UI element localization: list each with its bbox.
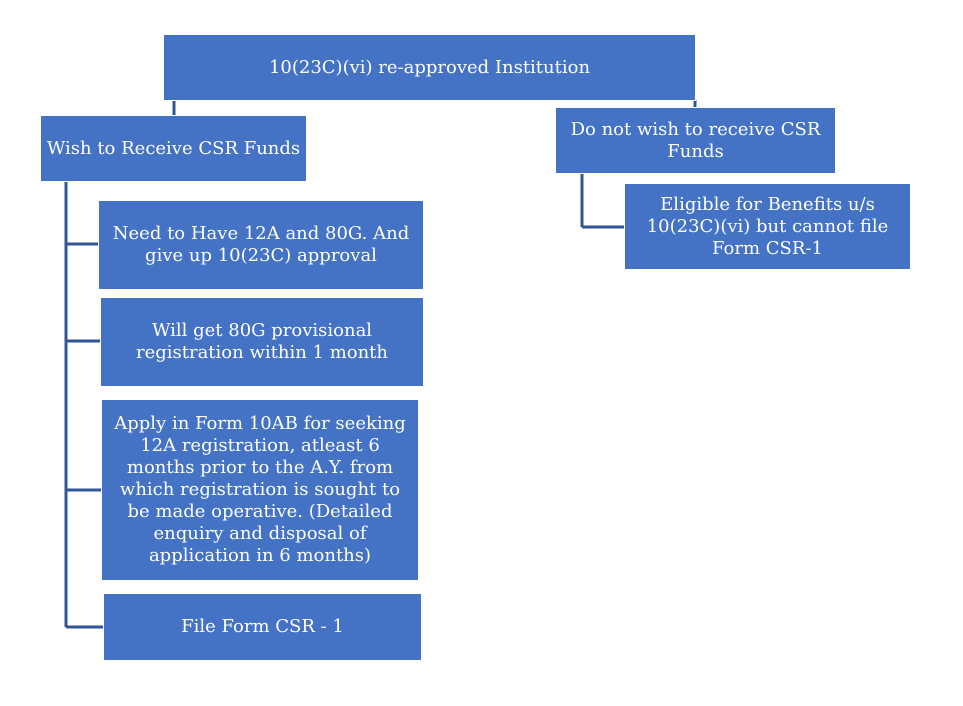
- left-child-node-3: Apply in Form 10AB for seeking 12A regis…: [101, 399, 419, 581]
- left-branch-node: Wish to Receive CSR Funds: [40, 115, 307, 182]
- left-child-label-2: Will get 80G provisional registration wi…: [135, 320, 389, 363]
- left-child-node-4: File Form CSR - 1: [103, 593, 422, 661]
- right-branch-label: Do not wish to receive CSR Funds: [570, 118, 821, 162]
- left-child-label-4: File Form CSR - 1: [181, 616, 344, 637]
- left-child-label-3: Apply in Form 10AB for seeking 12A regis…: [114, 413, 406, 566]
- left-child-node-2: Will get 80G provisional registration wi…: [100, 297, 424, 387]
- left-child-label-1: Need to Have 12A and 80G. And give up 10…: [112, 223, 410, 266]
- right-child-label-1: Eligible for Benefits u/s 10(23C)(vi) bu…: [646, 193, 889, 259]
- right-branch-node: Do not wish to receive CSR Funds: [555, 107, 836, 174]
- left-branch-label: Wish to Receive CSR Funds: [46, 137, 301, 159]
- root-node: 10(23C)(vi) re-approved Institution: [163, 34, 696, 101]
- left-child-node-1: Need to Have 12A and 80G. And give up 10…: [98, 200, 424, 290]
- root-node-label: 10(23C)(vi) re-approved Institution: [268, 56, 591, 78]
- right-child-node-1: Eligible for Benefits u/s 10(23C)(vi) bu…: [624, 183, 911, 270]
